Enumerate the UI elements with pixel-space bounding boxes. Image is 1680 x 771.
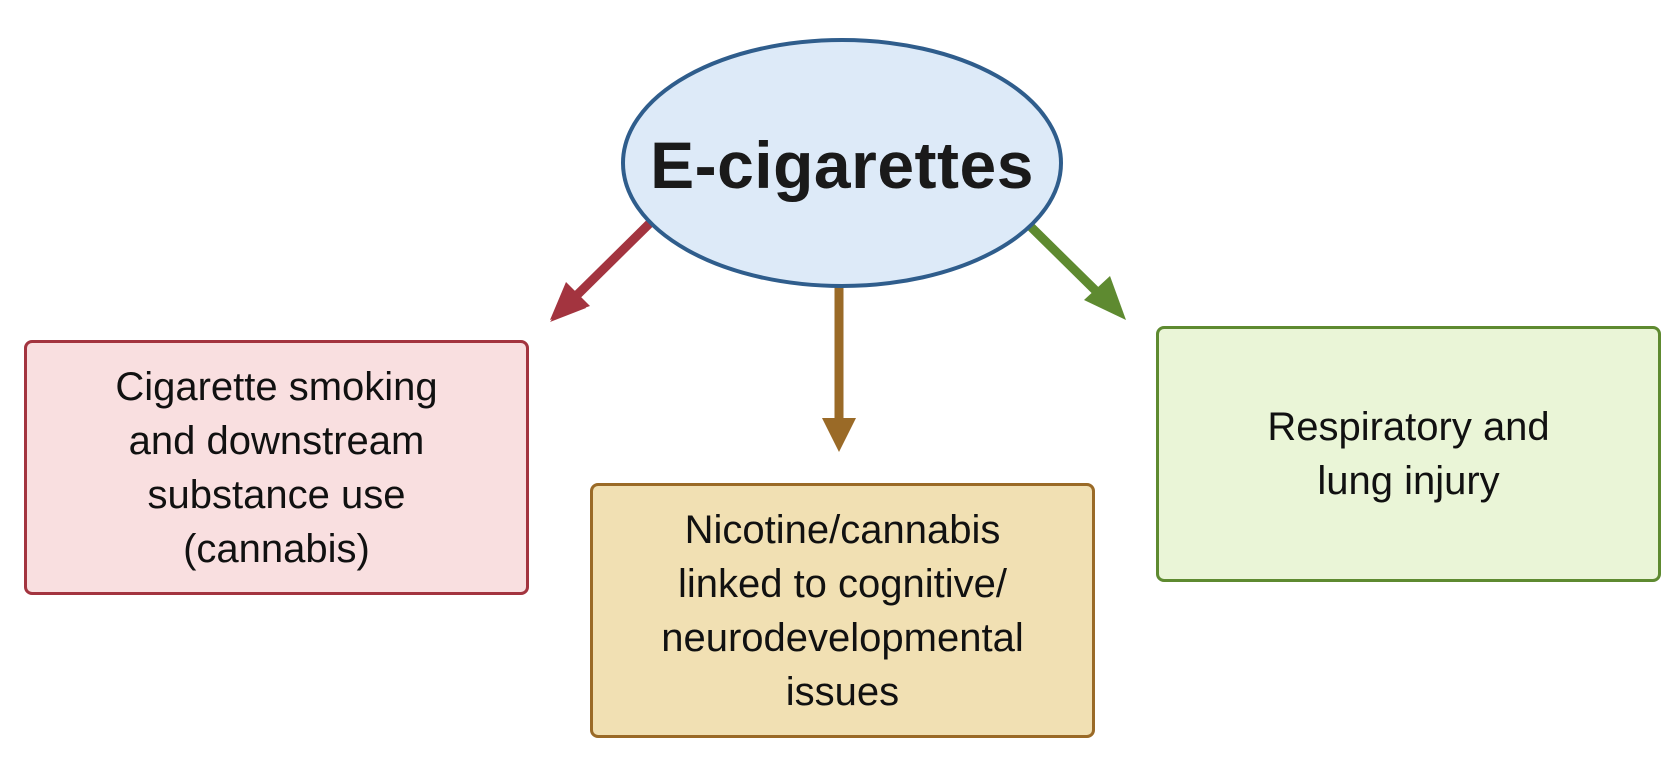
effect-line: substance use	[147, 472, 406, 517]
effect-text: Cigarette smoking and downstream substan…	[115, 360, 437, 576]
arrow-to-respiratory	[1026, 222, 1126, 320]
effect-line: Cigarette smoking	[115, 364, 438, 409]
effect-box-nicotine-cannabis: Nicotine/cannabis linked to cognitive/ n…	[590, 483, 1095, 738]
effect-line: Nicotine/cannabis	[684, 507, 1001, 552]
center-title: E-cigarettes	[650, 128, 1034, 202]
effect-text: Respiratory and lung injury	[1267, 400, 1549, 508]
arrow-to-nicotine-cannabis	[822, 285, 856, 452]
effect-line: issues	[785, 669, 900, 714]
effect-line: and downstream	[128, 418, 425, 463]
effect-text: Nicotine/cannabis linked to cognitive/ n…	[661, 503, 1023, 719]
effect-line: neurodevelopmental	[661, 615, 1024, 660]
effect-line: lung injury	[1317, 459, 1500, 503]
arrow-to-cigarette-smoking	[550, 219, 654, 322]
effect-box-cigarette-smoking: Cigarette smoking and downstream substan…	[24, 340, 529, 595]
center-ellipse	[621, 38, 1063, 288]
effect-line: Respiratory and	[1267, 405, 1550, 449]
effect-box-respiratory: Respiratory and lung injury	[1156, 326, 1661, 582]
effect-line: (cannabis)	[183, 526, 370, 571]
effect-line: linked to cognitive/	[677, 561, 1008, 606]
